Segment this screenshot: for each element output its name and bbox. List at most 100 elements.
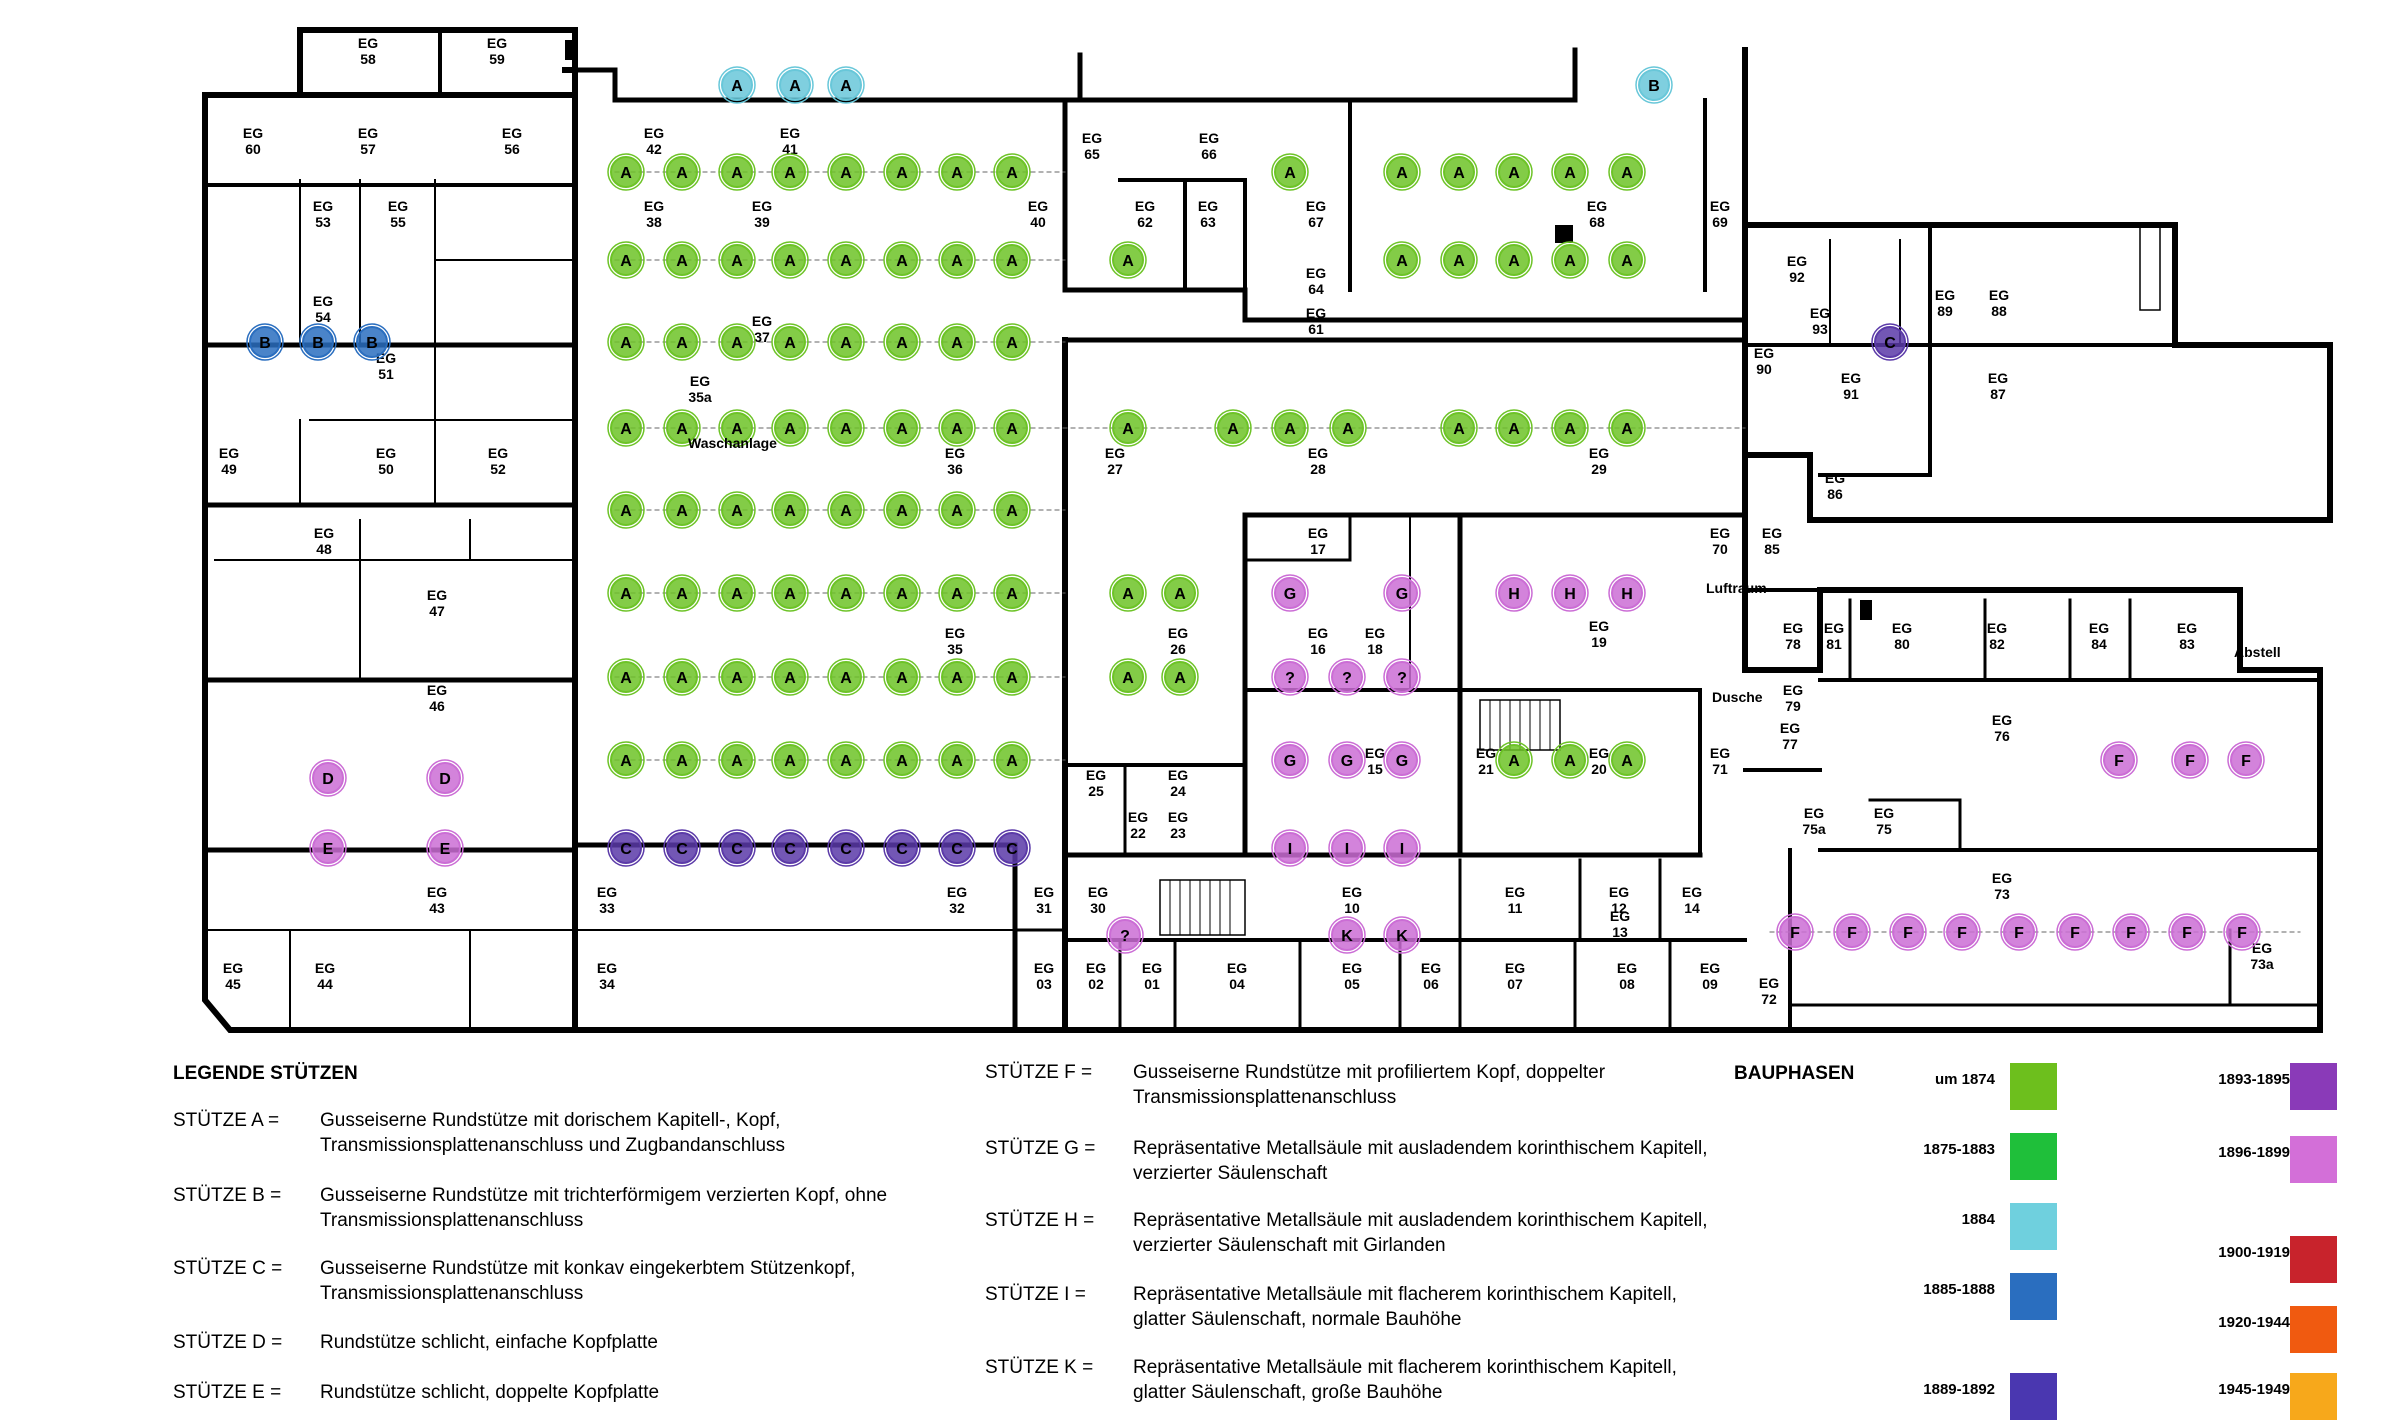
column-marker: E	[309, 829, 347, 867]
svg-text:E: E	[323, 841, 334, 858]
svg-text:A: A	[1342, 421, 1354, 438]
svg-text:A: A	[1122, 253, 1134, 270]
column-marker: A	[1109, 574, 1147, 612]
svg-text:A: A	[951, 670, 963, 687]
column-marker: H	[1608, 574, 1646, 612]
svg-text:A: A	[731, 78, 743, 95]
column-marker: A	[718, 574, 756, 612]
svg-text:C: C	[1006, 841, 1018, 858]
legend-description: Gusseiserne Rundstütze mit profiliertem …	[1133, 1062, 1606, 1108]
svg-text:A: A	[1621, 753, 1633, 770]
svg-text:A: A	[731, 253, 743, 270]
svg-text:F: F	[2237, 925, 2247, 942]
svg-text:D: D	[322, 771, 334, 788]
svg-text:A: A	[1174, 670, 1186, 687]
svg-text:?: ?	[1120, 928, 1130, 945]
svg-text:A: A	[1227, 421, 1239, 438]
phase-swatch	[2010, 1203, 2057, 1250]
column-marker: A	[1608, 153, 1646, 191]
svg-text:A: A	[731, 753, 743, 770]
column-marker: A	[827, 409, 865, 447]
column-marker: F	[2168, 913, 2206, 951]
svg-text:B: B	[366, 335, 378, 352]
column-marker: A	[1440, 241, 1478, 279]
legend-key: STÜTZE K =	[985, 1357, 1094, 1378]
svg-text:A: A	[731, 421, 743, 438]
column-marker: A	[663, 741, 701, 779]
column-marker: A	[938, 153, 976, 191]
column-marker: A	[1329, 409, 1367, 447]
column-marker: A	[776, 66, 814, 104]
column-marker: A	[1551, 153, 1589, 191]
column-marker: A	[938, 409, 976, 447]
column-marker: A	[663, 574, 701, 612]
svg-text:A: A	[840, 753, 852, 770]
svg-text:B: B	[312, 335, 324, 352]
svg-text:A: A	[784, 753, 796, 770]
phase-label: 1893-1895	[2218, 1071, 2290, 1088]
svg-text:H: H	[1564, 586, 1576, 603]
column-marker: A	[771, 323, 809, 361]
column-marker: A	[827, 323, 865, 361]
column-marker: A	[827, 658, 865, 696]
svg-text:F: F	[2070, 925, 2080, 942]
column-marker: G	[1271, 741, 1309, 779]
svg-text:A: A	[951, 335, 963, 352]
phase-swatch	[2010, 1373, 2057, 1420]
svg-text:A: A	[784, 421, 796, 438]
svg-text:A: A	[840, 670, 852, 687]
svg-text:A: A	[1396, 165, 1408, 182]
column-marker: I	[1383, 829, 1421, 867]
column-marker: A	[718, 66, 756, 104]
column-marker: A	[607, 658, 645, 696]
svg-text:A: A	[1284, 421, 1296, 438]
svg-text:A: A	[789, 78, 801, 95]
svg-text:A: A	[676, 335, 688, 352]
column-marker: A	[718, 241, 756, 279]
svg-text:A: A	[620, 503, 632, 520]
svg-text:A: A	[1006, 253, 1018, 270]
column-marker: A	[938, 658, 976, 696]
svg-text:A: A	[840, 165, 852, 182]
svg-text:C: C	[620, 841, 632, 858]
column-marker: A	[1161, 574, 1199, 612]
phase-swatch	[2010, 1063, 2057, 1110]
legend-description: Repräsentative Metallsäule mit ausladend…	[1133, 1138, 1708, 1184]
column-marker: A	[938, 574, 976, 612]
svg-text:A: A	[676, 253, 688, 270]
legend-description: Rundstütze schlicht, einfache Kopfplatte	[320, 1332, 658, 1353]
phase-label: 1884	[1961, 1211, 1995, 1228]
svg-text:A: A	[1508, 753, 1520, 770]
column-marker: A	[1608, 741, 1646, 779]
svg-text:I: I	[1288, 841, 1292, 858]
svg-text:A: A	[676, 503, 688, 520]
svg-text:A: A	[620, 335, 632, 352]
column-marker: A	[993, 241, 1031, 279]
svg-text:A: A	[1006, 421, 1018, 438]
